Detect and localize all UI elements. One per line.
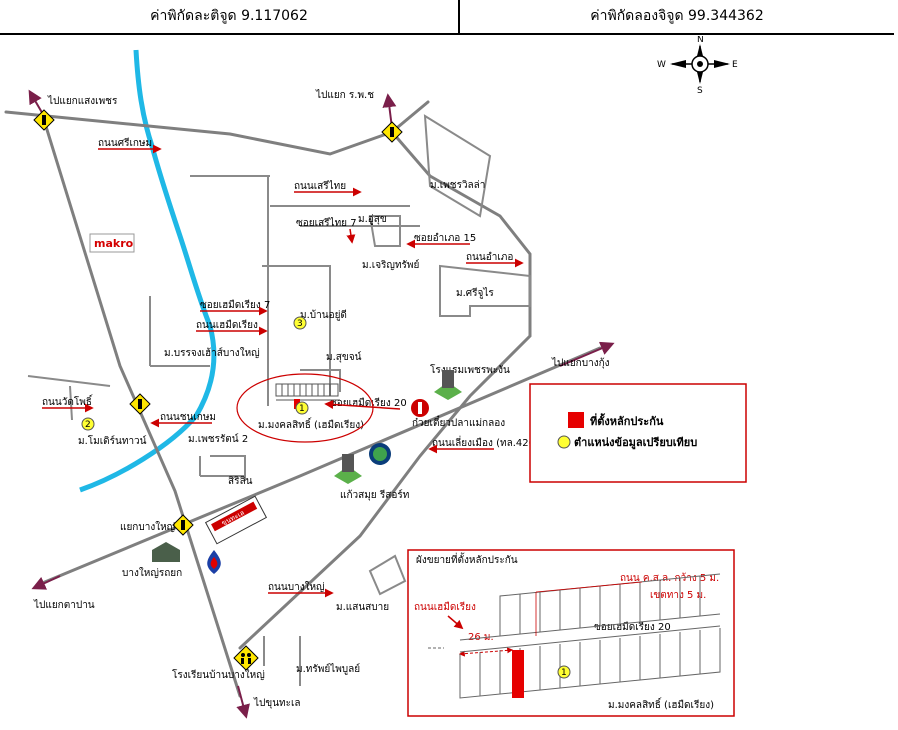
svg-text:3: 3 xyxy=(297,319,303,329)
road-soi-seri-thai-7: ซอยเสรีไทย 7 xyxy=(296,217,357,229)
legend-comparison-label: ตำแหน่งข้อมูลเปรียบเทียบ xyxy=(574,436,697,450)
legend-comparison-swatch xyxy=(557,435,571,449)
svg-text:1: 1 xyxy=(299,404,305,414)
road-network xyxy=(4,100,602,698)
compass-w: W xyxy=(657,60,666,70)
legend-collateral-swatch xyxy=(568,412,584,428)
inset-muang-riang-road: ถนนเฮมืดเรียง xyxy=(414,601,476,613)
inset-collateral-plot xyxy=(512,650,524,698)
shop-sign-icon: ขุนทะเล xyxy=(204,495,268,545)
dir-khun-thale: ไปขุนทะเล xyxy=(253,697,301,709)
place-mongkolsit: ม.มงคลสิทธิ์ (เฮมืดเรียง) xyxy=(258,417,364,431)
road-muang-riang: ถนนเฮมืดเรียง xyxy=(196,319,258,331)
place-sri-thai: ม.ศรีจูไร xyxy=(456,287,494,299)
bang-yai-intersection-label: แยกบางใหญ่ xyxy=(120,521,175,533)
inset-plan: ผังขยายที่ตั้งหลักประกัน ถนน ค.ส.ล. กว้า… xyxy=(407,549,735,717)
inset-soi: ซอยเฮมืดเรียง 20 xyxy=(594,621,671,633)
comparison-marker-3: 3 xyxy=(293,316,307,330)
coordinate-header: ค่าพิกัดละติจูด 9.117062 ค่าพิกัดลองจิจู… xyxy=(0,0,894,35)
traffic-light-icon xyxy=(172,514,194,536)
place-modern-town: ม.โมเดิร์นทาวน์ xyxy=(78,434,147,447)
location-map: N S E W ไปแยกแสงเพชร ไปแยก ร.พ.ช ไปแย xyxy=(4,36,747,719)
place-sap-phaiboon: ม.ทรัพย์ไพบูลย์ xyxy=(296,663,360,675)
place-noodle-shop: ก๋วยเตี๋ยวปลาแม่กลอง xyxy=(412,415,505,429)
compass-e: E xyxy=(732,60,738,70)
place-phet-rat-2: ม.เพชรรัตน์ 2 xyxy=(188,433,248,445)
svg-text:2: 2 xyxy=(85,420,91,430)
dir-ta-kham: ไปแยกแสงเพชร xyxy=(47,95,118,107)
place-bang-yai-garage: บางใหญ่รถยก xyxy=(122,567,182,579)
place-charoen-sap: ม.เจริญทรัพย์ xyxy=(362,259,419,271)
road-liang-muang: ถนนเลี่ยงเมือง (ทล.420) xyxy=(432,435,539,449)
place-phet-villa: ม.เพชรวิลล่า xyxy=(430,180,485,191)
road-wat-pho: ถนนวัดโพธิ์ xyxy=(42,394,93,408)
compass-n: N xyxy=(697,36,704,45)
river xyxy=(79,49,217,493)
gas-station-icon xyxy=(207,550,221,574)
traffic-light-icon xyxy=(381,121,403,143)
traffic-light-icon xyxy=(129,393,151,415)
place-kaew-samui: แก้วสมุย รีสอร์ท xyxy=(340,489,409,501)
place-labels: makro ม.เพชรวิลล่า ม.อู่สุข ม.เจริญทรัพย… xyxy=(78,180,510,681)
place-lumphini: ม.บรรจงเฮ้าส์บางใหญ่ xyxy=(164,347,260,359)
legend: ที่ตั้งหลักประกัน ตำแหน่งข้อมูลเปรียบเที… xyxy=(529,383,747,483)
inset-comparison-marker xyxy=(557,665,571,679)
inset-village: ม.มงคลสิทธิ์ (เฮมืดเรียง) xyxy=(608,697,714,711)
road-soi-muang-riang-7: ซอยเฮมืดเรียง 7 xyxy=(200,299,270,311)
road-sri-chaem: ถนนศรีเกษม xyxy=(98,137,152,149)
place-u-suk: ม.อู่สุข xyxy=(358,214,387,225)
makro-label: makro xyxy=(94,237,134,250)
dir-bang-kung: ไปแยกบางกุ้ง xyxy=(551,357,610,369)
road-chon-kasem: ถนนชนเกษม xyxy=(160,412,216,423)
subject-plot-lines xyxy=(275,383,340,401)
place-ban-u-di: ม.บ้านอยู่ดี xyxy=(300,309,347,321)
road-labels: ถนนศรีเกษม ถนนเสรีไทย ซอยเสรีไทย 7 ซอยอำ… xyxy=(42,137,539,598)
svg-text:1: 1 xyxy=(561,668,567,678)
place-saen-sabai: ม.แสนสบาย xyxy=(336,602,389,613)
comparison-marker-1: 1 xyxy=(295,401,309,415)
bank-logo-icon xyxy=(369,443,391,465)
road-soi-amphoe-15: ซอยอำเภอ 15 xyxy=(414,233,476,244)
subject-highlight-circle xyxy=(236,373,374,443)
comparison-marker-2: 2 xyxy=(81,417,95,431)
compass-rose-icon: N S E W xyxy=(657,36,738,96)
inset-road-note: ถนน ค.ส.ล. กว้าง 5 ม. xyxy=(620,572,719,584)
place-sirilin: สิริลิน xyxy=(228,476,253,487)
longitude-label: ค่าพิกัดลองจิจูด 99.344362 xyxy=(590,8,764,24)
inset-title: ผังขยายที่ตั้งหลักประกัน xyxy=(416,552,518,566)
place-school: โรงเรียนบ้านบางใหญ่ xyxy=(172,668,265,681)
dir-hospital: ไปแยก ร.พ.ช xyxy=(315,89,374,101)
dir-ta-pan: ไปแยกตาปาน xyxy=(33,599,95,611)
place-sukchon: ม.สุขจน์ xyxy=(326,351,362,363)
warehouse-icon xyxy=(152,542,180,562)
compass-s: S xyxy=(697,86,703,96)
latitude-label: ค่าพิกัดละติจูด 9.117062 xyxy=(0,0,460,33)
school-crossing-icon xyxy=(233,645,259,671)
hotel-building-icon xyxy=(434,370,462,400)
makro-logo xyxy=(89,233,135,253)
road-seri-thai: ถนนเสรีไทย xyxy=(294,180,346,192)
legend-collateral-label: ที่ตั้งหลักประกัน xyxy=(590,413,664,428)
resort-building-icon xyxy=(334,454,362,484)
road-bang-yai: ถนนบางใหญ่ xyxy=(268,581,325,593)
road-amphoe: ถนนอำเภอ xyxy=(466,252,513,263)
inset-easement: เขตทาง 5 ม. xyxy=(650,590,706,601)
traffic-light-icon xyxy=(33,109,55,131)
restaurant-icon xyxy=(411,399,429,417)
